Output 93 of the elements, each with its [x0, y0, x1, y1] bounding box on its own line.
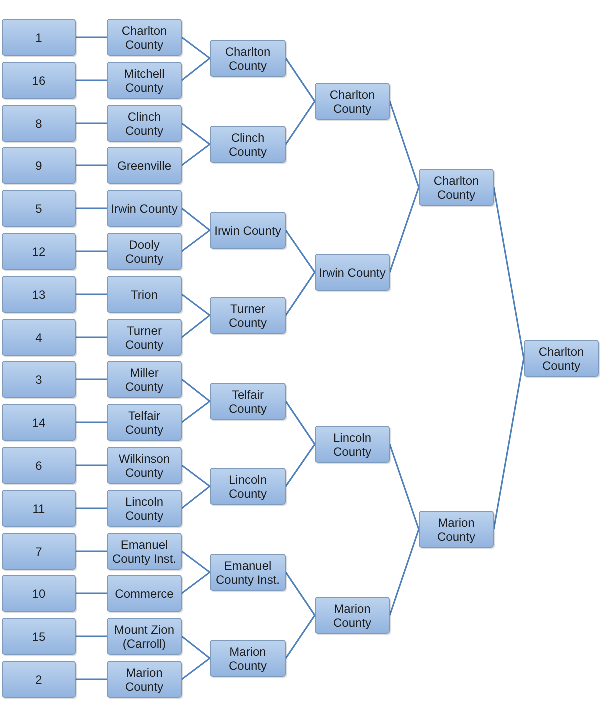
seed-box: 4 — [2, 319, 76, 356]
seed-box: 10 — [2, 575, 76, 612]
team-box: Trion — [107, 276, 182, 313]
seed-box: 3 — [2, 361, 76, 398]
bracket-line — [285, 572, 316, 616]
team-box: Dooly County — [107, 233, 182, 270]
team-box: Lincoln County — [210, 468, 286, 505]
team-box: Telfair County — [210, 383, 286, 420]
bracket-line — [182, 550, 210, 574]
seed-box: 13 — [2, 276, 76, 313]
seed-box: 16 — [2, 62, 76, 99]
bracket-line — [182, 294, 210, 316]
team-box: Marion County — [315, 597, 390, 634]
seed-box: 6 — [2, 447, 76, 484]
team-box: Irwin County — [107, 190, 182, 227]
team-box: Charlton County — [210, 40, 286, 77]
bracket-line — [182, 464, 210, 488]
team-box: Turner County — [107, 319, 182, 356]
bracket-line — [182, 36, 210, 60]
seed-box: 8 — [2, 105, 76, 142]
team-box: Marion County — [210, 640, 286, 677]
team-box: Miller County — [107, 361, 182, 398]
team-box: Charlton County — [419, 169, 494, 206]
bracket-line — [182, 636, 210, 660]
team-box: Emanuel County Inst. — [210, 554, 286, 591]
bracket-line — [285, 58, 316, 102]
bracket-line — [76, 250, 107, 252]
team-box: Commerce — [107, 575, 182, 612]
bracket-line — [285, 230, 316, 273]
seed-box: 2 — [2, 661, 76, 698]
bracket-line — [182, 378, 210, 402]
team-box: Clinch County — [107, 105, 182, 142]
bracket-line — [389, 101, 420, 188]
seed-box: 14 — [2, 404, 76, 441]
team-box: Greenville — [107, 147, 182, 184]
team-box: Marion County — [107, 661, 182, 698]
seed-box: 15 — [2, 618, 76, 655]
team-box: Emanuel County Inst. — [107, 533, 182, 570]
team-box: Lincoln County — [315, 426, 390, 463]
team-box: Mount Zion (Carroll) — [107, 618, 182, 655]
bracket-line — [76, 80, 107, 82]
bracket-line — [182, 122, 210, 146]
team-box: Charlton County — [107, 19, 182, 56]
bracket-line — [285, 272, 316, 316]
bracket-line — [76, 122, 107, 124]
bracket-line — [285, 444, 316, 487]
bracket-line — [285, 615, 316, 659]
team-box: Charlton County — [315, 83, 390, 120]
bracket-line — [76, 508, 107, 510]
bracket-line — [389, 187, 420, 273]
bracket-line — [182, 486, 210, 510]
bracket-line — [182, 230, 210, 252]
bracket-line — [76, 336, 107, 338]
seed-box: 1 — [2, 19, 76, 56]
bracket-line — [76, 378, 107, 380]
bracket-line — [182, 144, 210, 166]
bracket-line — [76, 294, 107, 296]
team-box: Marion County — [419, 511, 494, 548]
bracket-line — [76, 208, 107, 210]
bracket-line — [493, 358, 525, 530]
bracket-line — [285, 401, 316, 445]
team-box: Irwin County — [210, 212, 286, 249]
bracket-line — [285, 101, 316, 145]
bracket-line — [182, 400, 210, 424]
team-box: Clinch County — [210, 126, 286, 163]
team-box: Wilkinson County — [107, 447, 182, 484]
bracket-line — [389, 529, 420, 616]
seed-box: 11 — [2, 490, 76, 527]
team-box: Charlton County — [524, 340, 599, 377]
seed-box: 7 — [2, 533, 76, 570]
seed-box: 5 — [2, 190, 76, 227]
seed-box: 12 — [2, 233, 76, 270]
bracket-line — [182, 208, 210, 232]
bracket-line — [182, 58, 210, 82]
bracket-line — [389, 444, 420, 530]
bracket-line — [182, 658, 210, 680]
bracket-line — [76, 592, 107, 594]
bracket-line — [76, 164, 107, 166]
bracket-line — [182, 314, 210, 338]
bracket-line — [76, 464, 107, 466]
bracket-line — [76, 636, 107, 638]
bracket-line — [493, 187, 525, 359]
bracket-line — [76, 678, 107, 680]
team-box: Mitchell County — [107, 62, 182, 99]
bracket-line — [76, 422, 107, 424]
seed-box: 9 — [2, 147, 76, 184]
bracket-line — [76, 550, 107, 552]
bracket-line — [76, 36, 107, 38]
team-box: Turner County — [210, 297, 286, 334]
bracket-line — [182, 572, 210, 594]
team-box: Telfair County — [107, 404, 182, 441]
team-box: Irwin County — [315, 254, 390, 291]
team-box: Lincoln County — [107, 490, 182, 527]
